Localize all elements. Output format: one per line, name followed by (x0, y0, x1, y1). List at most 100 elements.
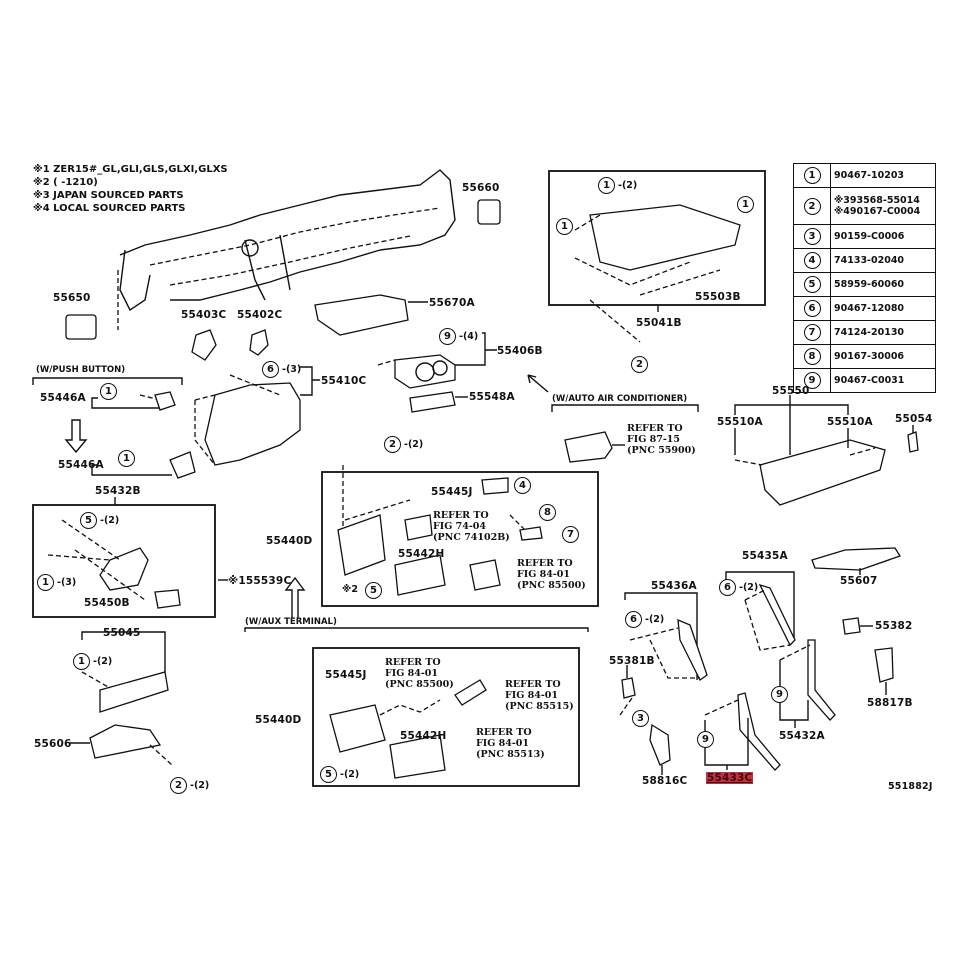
part-label-55432A[interactable]: 55432A (779, 730, 825, 742)
refer-note-pnc-74102b[interactable]: REFER TO FIG 74-04 (PNC 74102B) (433, 510, 510, 543)
part-label-55440D-lower[interactable]: 55440D (255, 714, 302, 726)
legend-part-number-line: 90467-10203 (834, 170, 905, 181)
section-push-button: (W/PUSH BUTTON) (36, 365, 126, 375)
callout-6-icon[interactable]: 6 (262, 361, 279, 378)
part-label-55660[interactable]: 55660 (462, 182, 500, 194)
callout-quantity: -(4) (459, 331, 479, 342)
legend-part-number[interactable]: 58959-60060 (830, 272, 936, 297)
callout-6-icon[interactable]: 6 (719, 579, 736, 596)
part-55406B-drawing (394, 354, 456, 389)
callout-4-icon[interactable]: 4 (514, 477, 531, 494)
refer-note-pnc-55900[interactable]: REFER TO FIG 87-15 (PNC 55900) (627, 423, 696, 456)
callout-2-icon[interactable]: 2 (631, 356, 648, 373)
callout-1-icon[interactable]: 1 (118, 450, 135, 467)
callout-2-icon[interactable]: 2 (170, 777, 187, 794)
callout-1-icon[interactable]: 1 (37, 574, 54, 591)
legend-part-number[interactable]: 74133-02040 (830, 248, 936, 273)
part-label-55436A[interactable]: 55436A (651, 580, 697, 592)
part-label-55446A-lower[interactable]: 55446A (58, 459, 104, 471)
callout-1-icon[interactable]: 1 (556, 218, 573, 235)
part-label-55403C[interactable]: 55403C (181, 309, 227, 321)
part-55660-drawing (477, 199, 501, 225)
refer-note-pnc-85513[interactable]: REFER TO FIG 84-01 (PNC 85513) (476, 727, 545, 760)
part-55382-drawing (842, 617, 861, 635)
callout-1-icon[interactable]: 1 (598, 177, 615, 194)
part-label-55550[interactable]: 55550 (772, 385, 810, 397)
callout-8-icon[interactable]: 8 (539, 504, 556, 521)
legend-key: 5 (793, 272, 831, 297)
part-label-55445J-upper[interactable]: 55445J (431, 486, 473, 498)
part-55435A-drawing (758, 583, 796, 647)
callout-9-icon[interactable]: 9 (771, 686, 788, 703)
part-label-55539C[interactable]: ※155539C (228, 575, 292, 587)
part-label-55510A-left[interactable]: 55510A (717, 416, 763, 428)
legend-part-number[interactable]: 90467-C0031 (830, 368, 936, 393)
legend-part-number[interactable]: ※393568-55014※490167-C0004 (830, 187, 936, 225)
part-label-55650[interactable]: 55650 (53, 292, 91, 304)
part-label-55410C[interactable]: 55410C (321, 375, 367, 387)
legend-part-number-line: 74133-02040 (834, 255, 905, 266)
part-label-58816C[interactable]: 58816C (642, 775, 688, 787)
part-label-55054[interactable]: 55054 (895, 413, 933, 425)
part-label-55435A[interactable]: 55435A (742, 550, 788, 562)
legend-part-number[interactable]: 90167-30006 (830, 344, 936, 369)
callout-5-icon[interactable]: 5 (80, 512, 97, 529)
callout-1-icon[interactable]: 1 (737, 196, 754, 213)
part-label-55406B[interactable]: 55406B (497, 345, 543, 357)
callout-5-icon[interactable]: 5 (320, 766, 337, 783)
callout-2-icon[interactable]: 2 (384, 436, 401, 453)
part-label-55446A[interactable]: 55446A (40, 392, 86, 404)
part-label-55442H-lower[interactable]: 55442H (400, 730, 447, 742)
part-label-55041B[interactable]: 55041B (636, 317, 682, 329)
part-label-55450B[interactable]: 55450B (84, 597, 130, 609)
legend-part-number[interactable]: 90159-C0006 (830, 224, 936, 249)
part-label-55433C-highlighted[interactable]: 55433C (706, 772, 754, 784)
callout-1-icon[interactable]: 1 (100, 383, 117, 400)
callout-1-icon[interactable]: 1 (73, 653, 90, 670)
callout-quantity: -(2) (93, 656, 113, 667)
part-label-55045[interactable]: 55045 (103, 627, 141, 639)
legend-part-number-line: ※393568-55014 (834, 195, 920, 206)
section-aux-terminal: (W/AUX TERMINAL) (245, 617, 337, 627)
legend-part-number[interactable]: 90467-12080 (830, 296, 936, 321)
part-label-55402C[interactable]: 55402C (237, 309, 283, 321)
part-55440D-lower-drawing (329, 704, 386, 753)
refer-note-pnc-85500-lower[interactable]: REFER TO FIG 84-01 (PNC 85500) (385, 657, 454, 690)
callout-5-icon[interactable]: 5 (365, 582, 382, 599)
part-55402C-drawing (249, 329, 269, 356)
legend-key: 7 (793, 320, 831, 345)
legend-key-circle: 6 (803, 300, 821, 317)
part-label-55442H-upper[interactable]: 55442H (398, 548, 445, 560)
part-label-55510A-right[interactable]: 55510A (827, 416, 873, 428)
refer-note-pnc-85515[interactable]: REFER TO FIG 84-01 (PNC 85515) (505, 679, 574, 712)
part-55432A-drawing (807, 639, 836, 721)
legend-part-number-line: ※490167-C0004 (834, 206, 921, 217)
callout-3-icon[interactable]: 3 (632, 710, 649, 727)
part-label-55503B[interactable]: 55503B (695, 291, 741, 303)
part-label-55607[interactable]: 55607 (840, 575, 878, 587)
part-55446A-lower-drawing (169, 451, 196, 479)
part-label-55445J-lower[interactable]: 55445J (325, 669, 367, 681)
legend-row: 3 90159-C0006 (793, 224, 936, 249)
legend-key-circle: 3 (803, 228, 821, 245)
callout-6-icon[interactable]: 6 (625, 611, 642, 628)
refer-note-pnc-85500-upper[interactable]: REFER TO FIG 84-01 (PNC 85500) (517, 558, 586, 591)
callout-7-icon[interactable]: 7 (562, 526, 579, 543)
part-label-55670A[interactable]: 55670A (429, 297, 475, 309)
part-label-55432B[interactable]: 55432B (95, 485, 141, 497)
part-55548A-drawing (409, 391, 456, 413)
box-55440D-lower (312, 647, 580, 787)
part-label-55606[interactable]: 55606 (34, 738, 72, 750)
part-55403C-drawing (191, 329, 217, 361)
part-label-58817B[interactable]: 58817B (867, 697, 913, 709)
part-label-55440D-upper[interactable]: 55440D (266, 535, 313, 547)
part-label-55548A[interactable]: 55548A (469, 391, 515, 403)
legend-part-number[interactable]: 74124-20130 (830, 320, 936, 345)
part-label-55382[interactable]: 55382 (875, 620, 913, 632)
callout-9-icon[interactable]: 9 (697, 731, 714, 748)
legend-part-number[interactable]: 90467-10203 (830, 163, 936, 188)
part-label-55381B[interactable]: 55381B (609, 655, 655, 667)
callout-9-icon[interactable]: 9 (439, 328, 456, 345)
